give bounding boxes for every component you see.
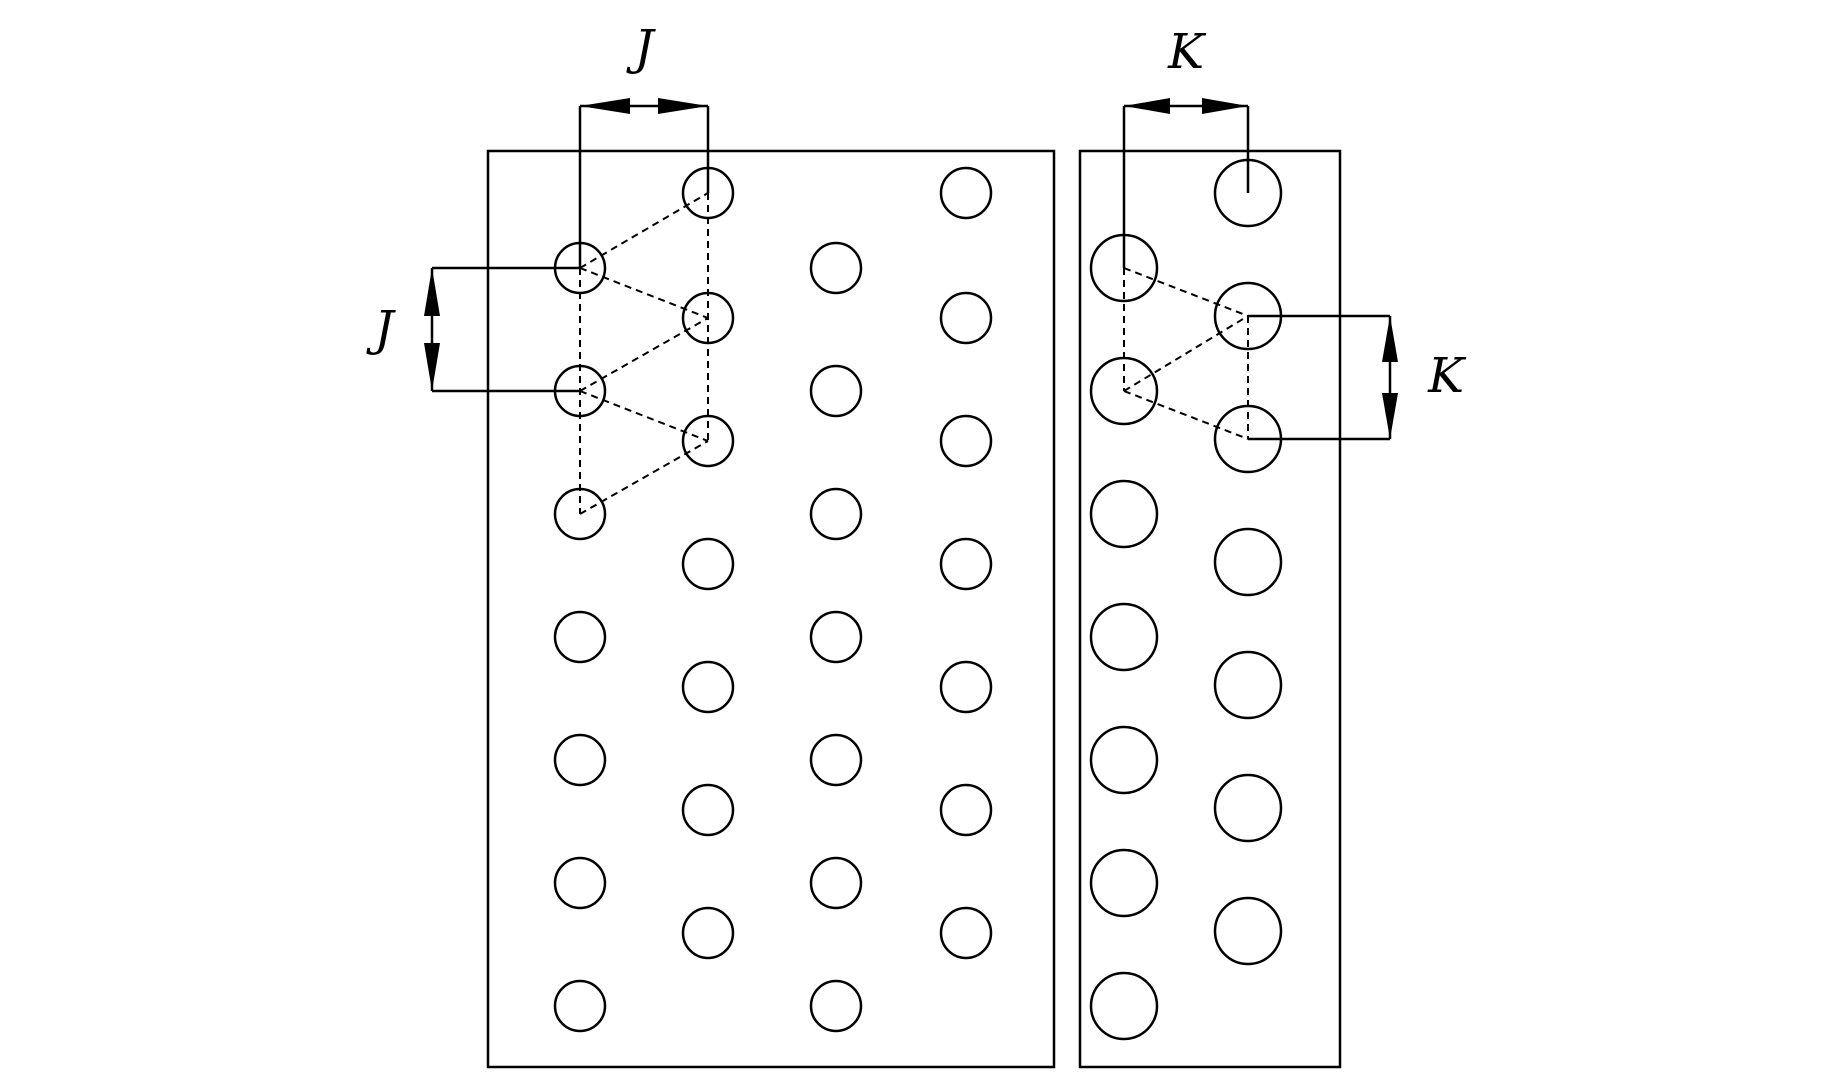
hole (681, 537, 735, 591)
hole (939, 537, 993, 591)
dimension-label-j-vertical: J (365, 301, 396, 357)
hole (1089, 479, 1159, 549)
hole (939, 783, 993, 837)
hole (939, 906, 993, 960)
left-horizontal-dimension: J (578, 20, 710, 268)
arrowhead (658, 98, 708, 114)
right-horizontal-dimension: K (1122, 24, 1250, 268)
right-vertical-dimension: K (1248, 314, 1467, 441)
right-panel-frame (1078, 149, 1342, 1069)
hole (681, 783, 735, 837)
arrowhead (1202, 98, 1248, 114)
pitch-line (1123, 267, 1249, 317)
hole (681, 660, 735, 714)
arrowhead (424, 343, 440, 391)
hole (1089, 725, 1159, 795)
pitch-line (579, 192, 709, 269)
pitch-line (579, 390, 709, 442)
hole (809, 979, 863, 1033)
hole (1213, 527, 1283, 597)
arrowhead (424, 268, 440, 316)
arrowhead (580, 98, 630, 114)
arrowhead (1382, 393, 1398, 439)
dimension-label-j-horizontal: J (625, 20, 656, 76)
hole (1213, 773, 1283, 843)
hole (1089, 602, 1159, 672)
left-pitch-triangles (579, 192, 709, 515)
right-pitch-triangles (1123, 267, 1249, 440)
hole (809, 364, 863, 418)
dimension-label-k-horizontal: K (1167, 24, 1207, 80)
pitch-line (579, 440, 709, 515)
hole (809, 856, 863, 910)
hole (809, 733, 863, 787)
hole (1089, 848, 1159, 918)
left-panel-holes (553, 166, 993, 1033)
hole (939, 414, 993, 468)
hole (553, 979, 607, 1033)
pitch-line (579, 317, 709, 392)
pitch-line (1123, 390, 1249, 440)
pitch-line (1123, 315, 1249, 392)
left-vertical-dimension: J (365, 266, 580, 393)
hole (1213, 896, 1283, 966)
hole (809, 487, 863, 541)
hole (553, 856, 607, 910)
hole (1089, 971, 1159, 1041)
left-panel-frame (486, 149, 1056, 1069)
pitch-line (579, 267, 709, 319)
arrowhead (1382, 316, 1398, 362)
hole (553, 610, 607, 664)
hole (681, 906, 735, 960)
dimension-label-k-vertical: K (1427, 348, 1467, 404)
hole (553, 733, 607, 787)
hole (939, 660, 993, 714)
arrowhead (1124, 98, 1170, 114)
hole (939, 291, 993, 345)
hole (1213, 650, 1283, 720)
hole (939, 166, 993, 220)
hole (809, 241, 863, 295)
hole (809, 610, 863, 664)
